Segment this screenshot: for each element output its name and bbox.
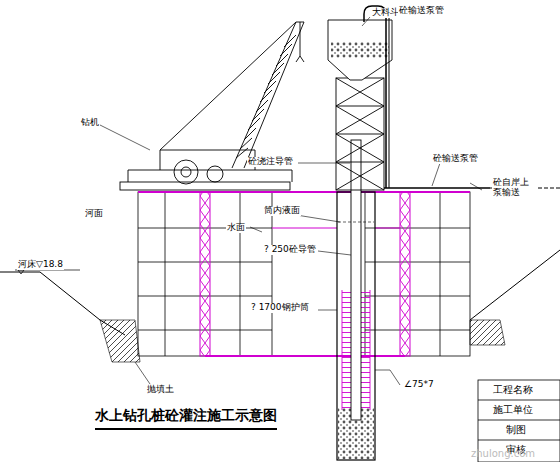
part-label: 河面	[84, 209, 104, 219]
part-label: ? 250砼导管	[263, 245, 317, 255]
part-label: ∠75*7	[403, 380, 435, 390]
part-label: 抛填土	[146, 385, 175, 395]
title-block-cell: 工程名称	[492, 384, 534, 395]
part-label: 河床▽18.8	[17, 260, 64, 270]
part-label: ? 1700钢护筒	[250, 303, 310, 313]
part-label: 钻机	[80, 118, 100, 128]
part-label: 大料斗	[371, 8, 400, 18]
title-block-cell: 制图	[505, 424, 527, 435]
part-label: 水面	[226, 223, 246, 233]
part-label: 筒内液面	[263, 206, 301, 216]
part-label: 砼自岸上 泵输送	[492, 178, 538, 198]
part-label: 砼浇注导管	[247, 157, 294, 167]
title-block-cell: 施工单位	[492, 404, 534, 415]
part-label: 砼输送泵管	[398, 6, 445, 16]
watermark: zhulong.com	[470, 448, 536, 459]
diagram-title: 水上钻孔桩砼灌注施工示意图	[95, 407, 277, 425]
part-label: 砼输送泵管	[432, 154, 479, 164]
title-underline	[95, 428, 277, 430]
